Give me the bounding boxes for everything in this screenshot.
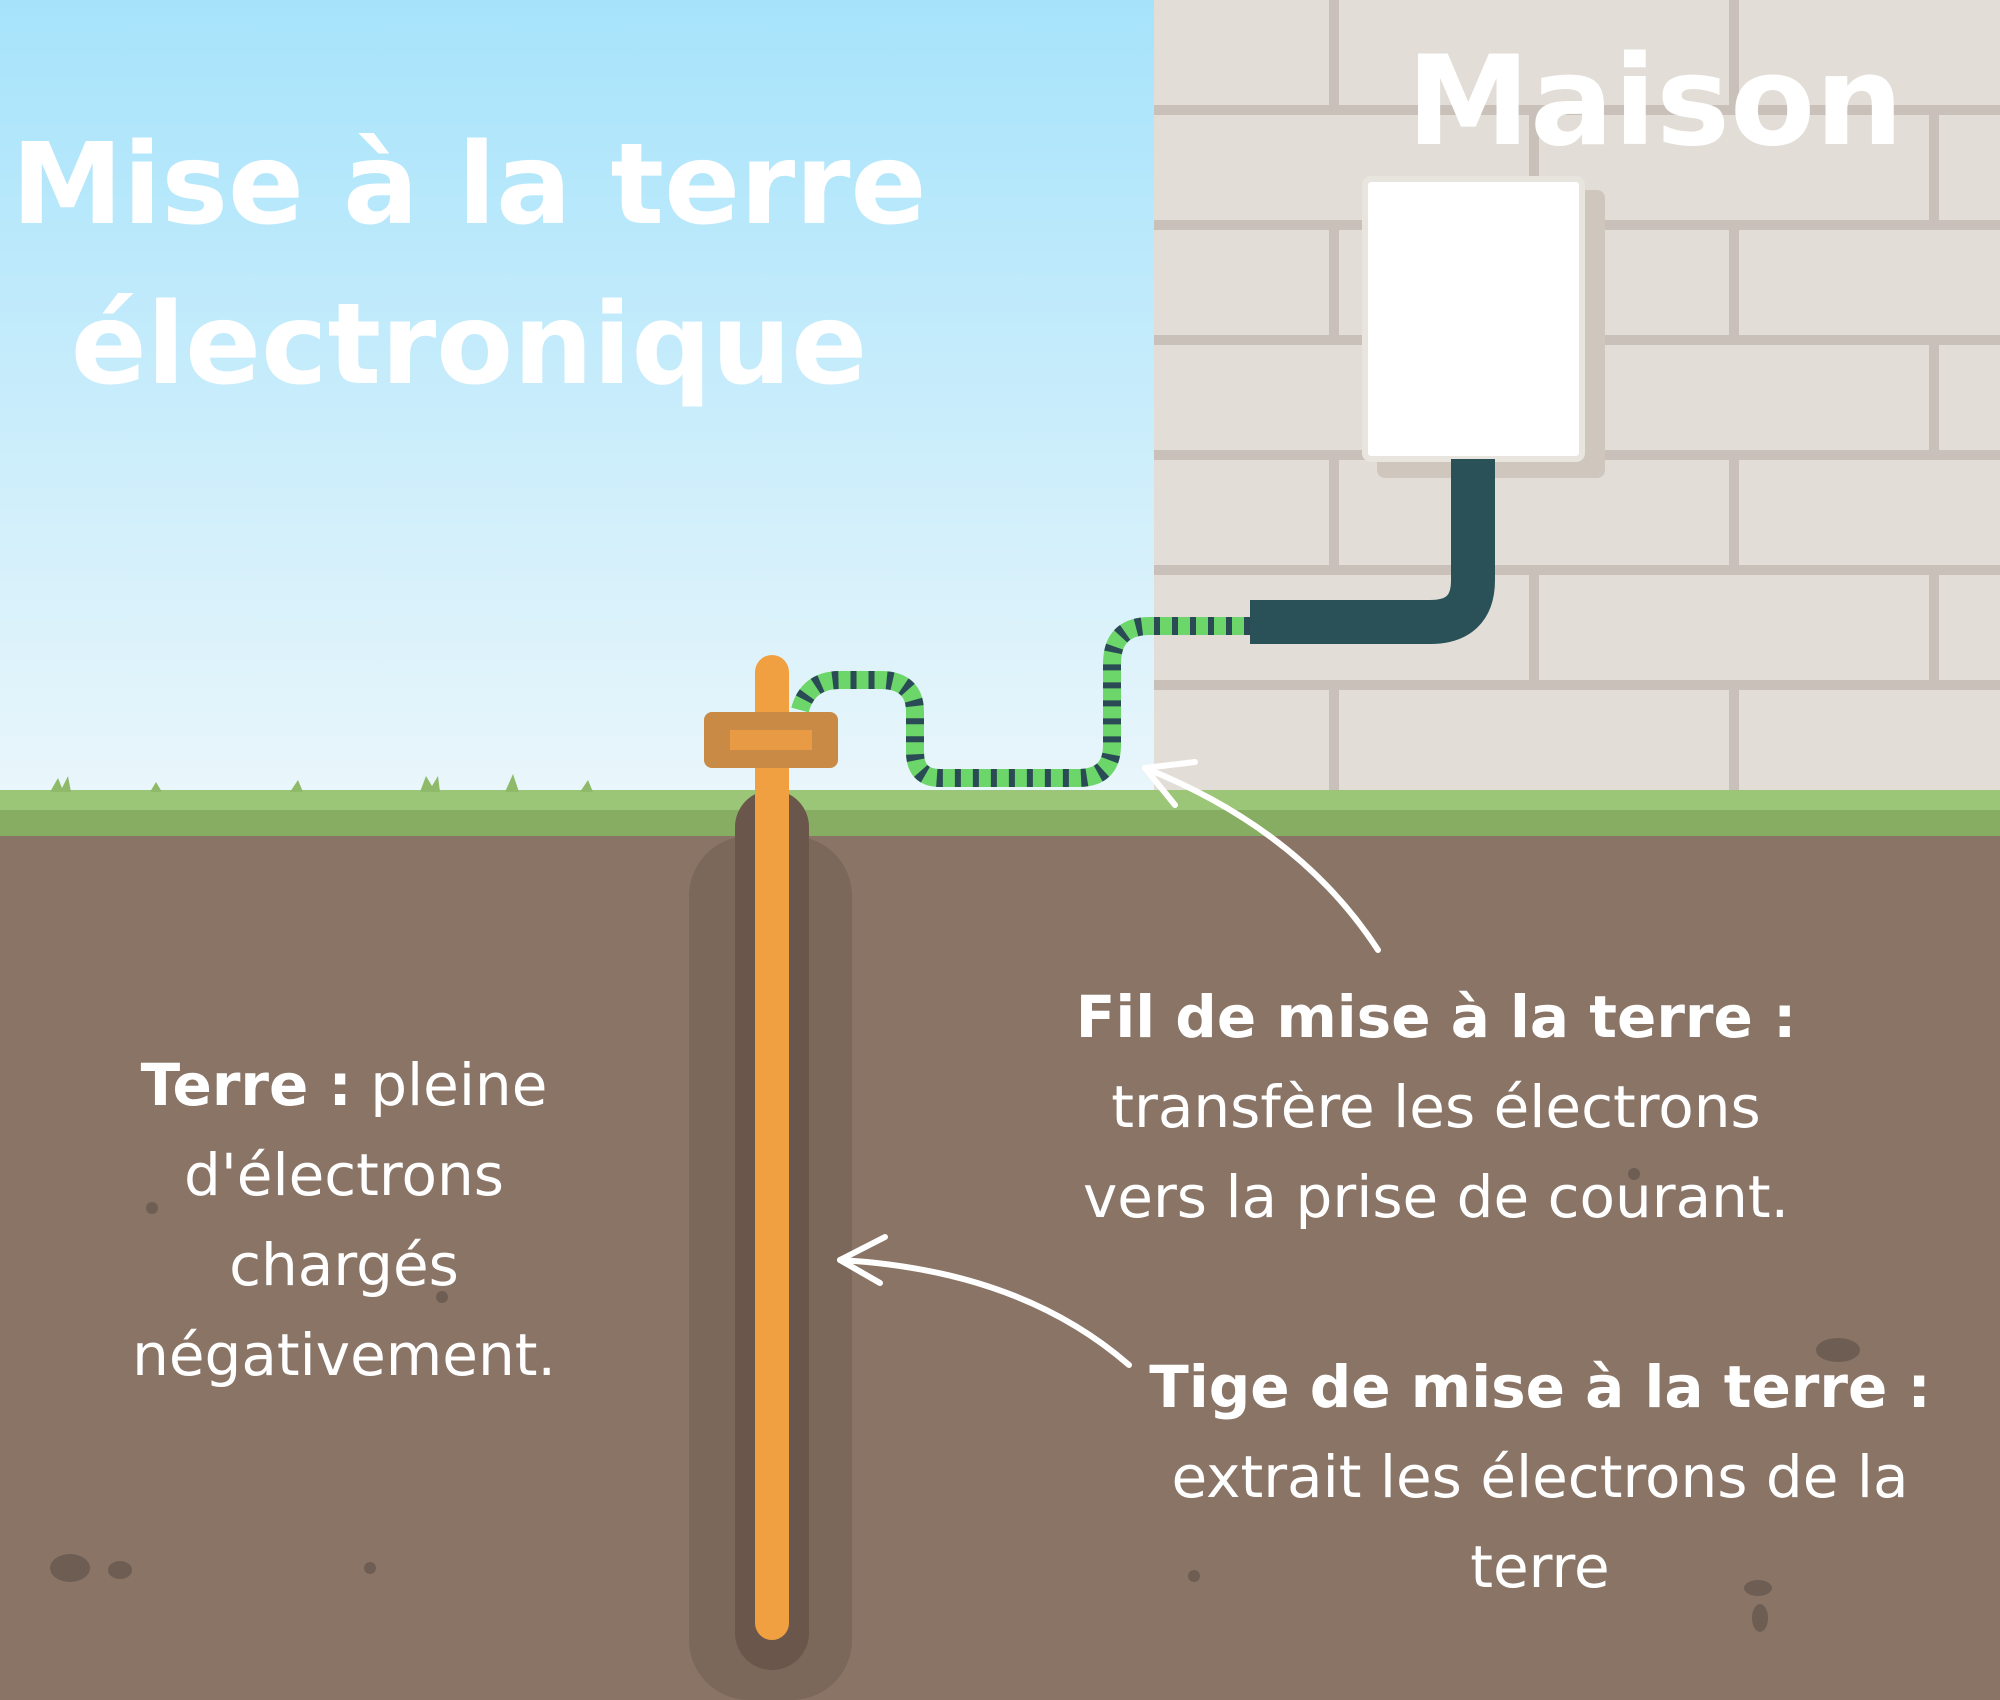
electrical-box bbox=[1362, 176, 1585, 462]
arrow-to-wire bbox=[1142, 759, 1381, 953]
earth-label-line3: chargés bbox=[229, 1231, 459, 1299]
title-line-1: Mise à la terre bbox=[11, 120, 927, 250]
grass-edge bbox=[0, 810, 2000, 836]
rod-label-line3: terre bbox=[1470, 1533, 1610, 1601]
clamp-band bbox=[730, 730, 812, 750]
rod-label: Tige de mise à la terre : extrait les él… bbox=[1120, 1342, 1960, 1612]
sky bbox=[0, 0, 1154, 800]
earth-label-rest: pleine bbox=[351, 1051, 548, 1119]
title-line-2: électronique bbox=[70, 280, 868, 410]
wire-label: Fil de mise à la terre : transfère les é… bbox=[1036, 972, 1836, 1242]
grass bbox=[0, 790, 2000, 812]
arrow-to-rod bbox=[837, 1234, 1132, 1368]
earth-label-bold: Terre : bbox=[140, 1051, 352, 1119]
conduit-pipe bbox=[1250, 459, 1495, 644]
wire-label-bold: Fil de mise à la terre : bbox=[1075, 983, 1797, 1051]
rod-label-line2: extrait les électrons de la bbox=[1171, 1443, 1909, 1511]
ground-wire bbox=[791, 617, 1250, 787]
wire-label-line2: transfère les électrons bbox=[1111, 1073, 1761, 1141]
earth-label-line2: d'électrons bbox=[184, 1141, 504, 1209]
grounding-rod bbox=[755, 655, 789, 1640]
earth-label-line4: négativement. bbox=[132, 1321, 556, 1389]
soil-pebbles bbox=[50, 1168, 1860, 1632]
house-label: Maison bbox=[1406, 30, 1904, 174]
wire-label-line3: vers la prise de courant. bbox=[1082, 1163, 1790, 1231]
earth-label: Terre : pleine d'électrons chargés négat… bbox=[44, 1040, 644, 1400]
soil bbox=[0, 830, 2000, 1700]
page-title: Mise à la terre électronique bbox=[0, 105, 938, 425]
rod-label-bold: Tige de mise à la terre : bbox=[1149, 1353, 1931, 1421]
grass-tufts bbox=[50, 774, 593, 792]
